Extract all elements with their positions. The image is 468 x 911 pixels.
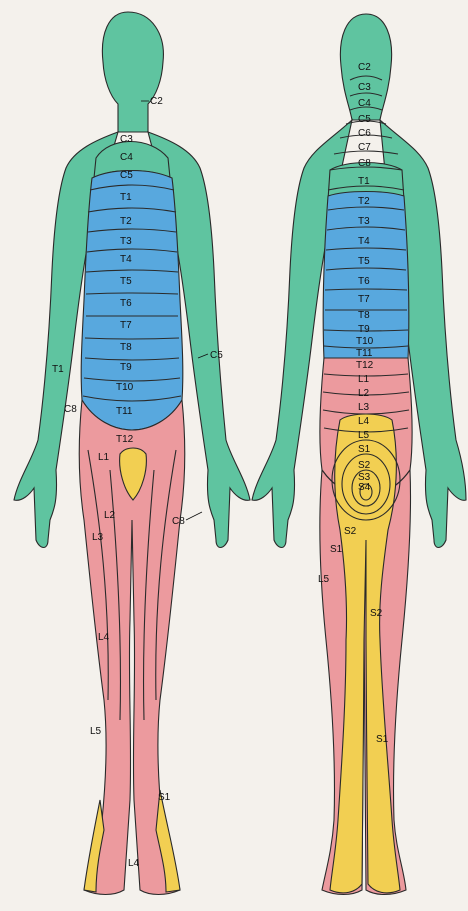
label-front-t11: T11 (116, 406, 133, 417)
label-front-c3: C3 (120, 134, 133, 145)
label-front-t12: T12 (116, 434, 134, 445)
label-back-s2-leg: S2 (370, 608, 383, 619)
label-back-c6: C6 (358, 128, 371, 139)
label-front-t3: T3 (120, 236, 132, 247)
label-back-t11: T11 (356, 348, 373, 359)
label-front-t7: T7 (120, 320, 132, 331)
label-front-c4: C4 (120, 152, 133, 163)
label-back-t1: T1 (358, 176, 370, 187)
label-back-s2: S2 (358, 460, 371, 471)
label-front-t5: T5 (120, 276, 132, 287)
label-front-t4: T4 (120, 254, 132, 265)
label-front-l1: L1 (98, 452, 110, 463)
label-front-t9: T9 (120, 362, 132, 373)
label-back-c4: C4 (358, 98, 371, 109)
label-front-c8-right: C8 (172, 516, 185, 527)
label-front-t8: T8 (120, 342, 132, 353)
label-back-l1: L1 (358, 374, 370, 385)
label-front-s1: S1 (158, 792, 171, 803)
label-front-l3: L3 (92, 532, 104, 543)
label-back-c8: C8 (358, 158, 371, 169)
label-front-l5: L5 (90, 726, 102, 737)
label-front-t1: T1 (120, 192, 132, 203)
label-back-t8: T8 (358, 310, 370, 321)
label-front-l4-knee: L4 (98, 632, 110, 643)
label-front-t6: T6 (120, 298, 132, 309)
label-back-t2: T2 (358, 196, 370, 207)
label-front-t2: T2 (120, 216, 132, 227)
label-back-t9: T9 (358, 324, 370, 335)
label-back-l4: L4 (358, 416, 370, 427)
label-front-c2: C2 (150, 96, 163, 107)
label-back-s1-leg: S1 (330, 544, 343, 555)
label-front-c8-left: C8 (64, 404, 77, 415)
label-front-l2: L2 (104, 510, 116, 521)
label-back-l5-leg: L5 (318, 574, 330, 585)
label-back-t12: T12 (356, 360, 374, 371)
label-back-t10: T10 (356, 336, 374, 347)
label-back-t7: T7 (358, 294, 370, 305)
label-back-s2-lower: S2 (344, 526, 357, 537)
label-back-l2: L2 (358, 388, 370, 399)
label-back-s1-calf: S1 (376, 734, 389, 745)
label-front-t10: T10 (116, 382, 134, 393)
label-back-t6: T6 (358, 276, 370, 287)
label-back-c7: C7 (358, 142, 371, 153)
label-back-c2: C2 (358, 62, 371, 73)
label-back-c3: C3 (358, 82, 371, 93)
label-back-l3: L3 (358, 402, 370, 413)
label-back-t3: T3 (358, 216, 370, 227)
label-back-s4: S4 (358, 482, 371, 493)
label-front-t1-arm: T1 (52, 364, 64, 375)
label-front-l4-foot: L4 (128, 858, 140, 869)
label-back-t5: T5 (358, 256, 370, 267)
label-front-c5-arm: C5 (210, 350, 223, 361)
label-back-s1: S1 (358, 444, 371, 455)
label-back-l5: L5 (358, 430, 370, 441)
label-back-t4: T4 (358, 236, 370, 247)
label-front-c5-neck: C5 (120, 170, 133, 181)
label-back-c5: C5 (358, 114, 371, 125)
